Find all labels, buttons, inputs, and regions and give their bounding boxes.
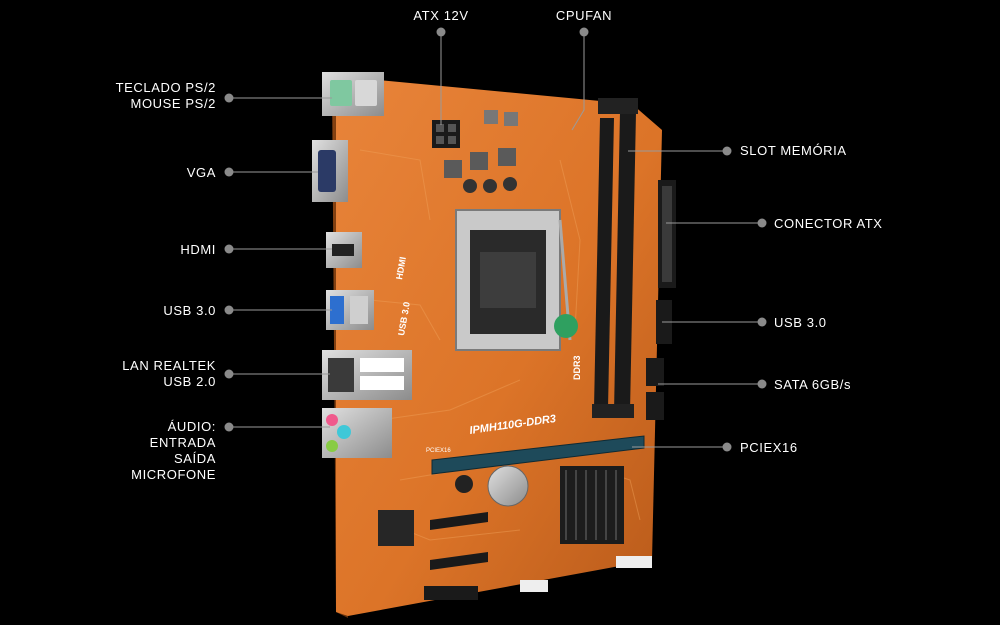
ps2-port [322,72,384,116]
lan-port [322,350,412,400]
atx12v-connector [432,120,460,148]
label-line: USB 3.0 [774,315,827,330]
label-line: LAN REALTEK [122,358,216,373]
silkscreen-pciex16: PCIEX16 [426,448,451,454]
label-line: SATA 6GB/s [774,377,852,392]
callout-dot-lan [224,369,234,379]
label-slot-memoria: SLOT MEMÓRIA [740,143,847,159]
memory-slots [592,98,638,418]
callout-dot-conector-atx [757,218,767,228]
callout-dot-hdmi [224,244,234,254]
callout-line-cpufan [571,32,585,131]
label-line: ATX 12V [413,8,469,23]
silkscreen-hdmi: HDMI [394,256,408,280]
label-conector-atx: CONECTOR ATX [774,216,883,232]
label-usb3-rear: USB 3.0 [163,303,216,319]
callout-dot-usb3-rear [224,305,234,315]
pciex16-slot [431,435,645,475]
bottom-header [616,556,652,568]
vga-port [312,140,348,202]
callout-dot-cpufan [579,27,589,37]
label-line: HDMI [180,242,216,257]
label-line: VGA [186,165,216,180]
capacitor [455,475,473,493]
label-sata: SATA 6GB/s [774,377,851,393]
callout-dot-audio [224,422,234,432]
chipset-heatsink [560,466,624,544]
callout-dot-sata [757,379,767,389]
callout-dot-atx12v [436,27,446,37]
pcie-x1-slot [430,512,488,530]
label-line: MICROFONE [131,467,216,482]
callout-dot-pciex16 [722,442,732,452]
label-cpufan: CPUFAN [556,8,612,24]
cmos-battery [487,465,529,507]
label-vga: VGA [187,165,216,181]
label-line: TECLADO PS/2 [115,80,216,95]
label-pciex16: PCIEX16 [740,440,798,456]
label-line: SLOT MEMÓRIA [740,143,847,158]
audio-jacks [322,408,392,458]
label-hdmi: HDMI [180,242,216,258]
callout-dot-usb3-header [757,317,767,327]
label-line: CPUFAN [555,8,613,23]
sata-ports [646,358,664,420]
hdmi-port [326,232,362,268]
callout-lines [224,27,767,452]
callout-dot-vga [224,167,234,177]
green-component [554,314,578,338]
bottom-header [520,580,548,592]
audio-codec-chip [378,510,414,546]
silkscreen-ddr: DDR3 [572,355,582,380]
front-panel-header [424,586,478,600]
label-usb3-header: USB 3.0 [774,315,827,331]
usb3-rear-port [326,290,374,330]
label-line: MOUSE PS/2 [130,96,216,111]
pcie-x1-slot [430,552,488,570]
label-line: CONECTOR ATX [774,216,883,231]
vrm-components [444,110,518,193]
callout-dot-slot-memoria [722,146,732,156]
label-atx12v: ATX 12V [413,8,468,24]
callout-dot-ps2 [224,93,234,103]
label-line: ÁUDIO: [167,419,216,434]
label-line: PCIEX16 [740,440,798,455]
label-line: USB 3.0 [163,303,216,318]
atx-24pin-connector [658,180,676,288]
label-line: USB 2.0 [163,374,216,389]
label-line: ENTRADA [149,435,216,450]
label-line: SAÍDA [173,451,216,466]
cpu-socket [455,209,572,351]
